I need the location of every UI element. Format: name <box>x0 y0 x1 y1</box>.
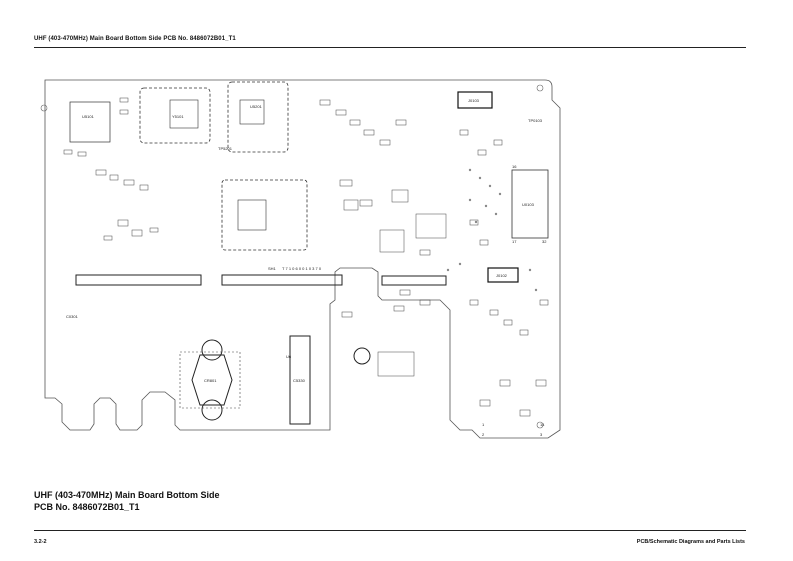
u6-label: U6 <box>286 354 292 359</box>
small-parts-cluster-center <box>319 99 447 377</box>
page-header-title: UHF (403-470MHz) Main Board Bottom Side … <box>34 36 236 42</box>
y5101-label: Y5101 <box>172 114 184 119</box>
round-component <box>353 347 371 365</box>
u5201-label: U5201 <box>250 104 263 109</box>
j0102-label: J0102 <box>496 273 508 278</box>
pin-1-label: 1 <box>482 422 485 427</box>
pin-17-label: 17 <box>512 239 517 244</box>
page-number: 3.2-2 <box>34 539 47 545</box>
pin-3-label: 3 <box>540 432 543 437</box>
caption-line-1: UHF (403-470MHz) Main Board Bottom Side <box>34 490 220 500</box>
tp0103-label: TP0103 <box>528 118 543 123</box>
y5101-shield <box>139 87 211 144</box>
pin-14-label: 14 <box>540 422 545 427</box>
footer-section: PCB/Schematic Diagrams and Parts Lists <box>636 539 745 545</box>
connector-strip-left <box>75 274 202 286</box>
cr801-body <box>191 354 233 406</box>
u5101-chip <box>69 101 111 143</box>
cr801-label: CR801 <box>204 378 217 383</box>
c5330-label: C5330 <box>293 378 306 383</box>
header-rule <box>34 47 746 48</box>
footer-rule <box>34 530 746 531</box>
small-parts-cluster-right <box>459 129 549 417</box>
j0102-connector <box>487 267 519 283</box>
small-parts-cluster-left <box>63 97 159 241</box>
caption-line-2: PCB No. 8486072B01_T1 <box>34 502 140 512</box>
u5201-shield <box>227 81 289 153</box>
u0103-label: U0103 <box>522 202 535 207</box>
sh2-label: T 7 1 0 6 0 0 1 0 3 7 0 <box>282 266 322 271</box>
c0301-label: C0301 <box>66 314 79 319</box>
j0103-connector <box>457 91 493 109</box>
pin-2-label: 2 <box>482 432 485 437</box>
pin-32-label: 32 <box>542 239 547 244</box>
j0103-label: J0103 <box>468 98 480 103</box>
test-point-dots <box>446 168 538 292</box>
c5330-capacitor <box>289 335 311 425</box>
connector-strip-middle <box>221 274 343 286</box>
u5101-label: U5101 <box>82 114 95 119</box>
mid-shield <box>221 179 308 251</box>
tp5201-label: TP5201 <box>218 146 233 151</box>
board-outline <box>44 79 561 439</box>
u0103-chip <box>511 169 549 239</box>
connector-strip-right <box>381 275 447 286</box>
sh1-label: SH1 <box>268 266 277 271</box>
pin-16-label: 16 <box>512 164 517 169</box>
